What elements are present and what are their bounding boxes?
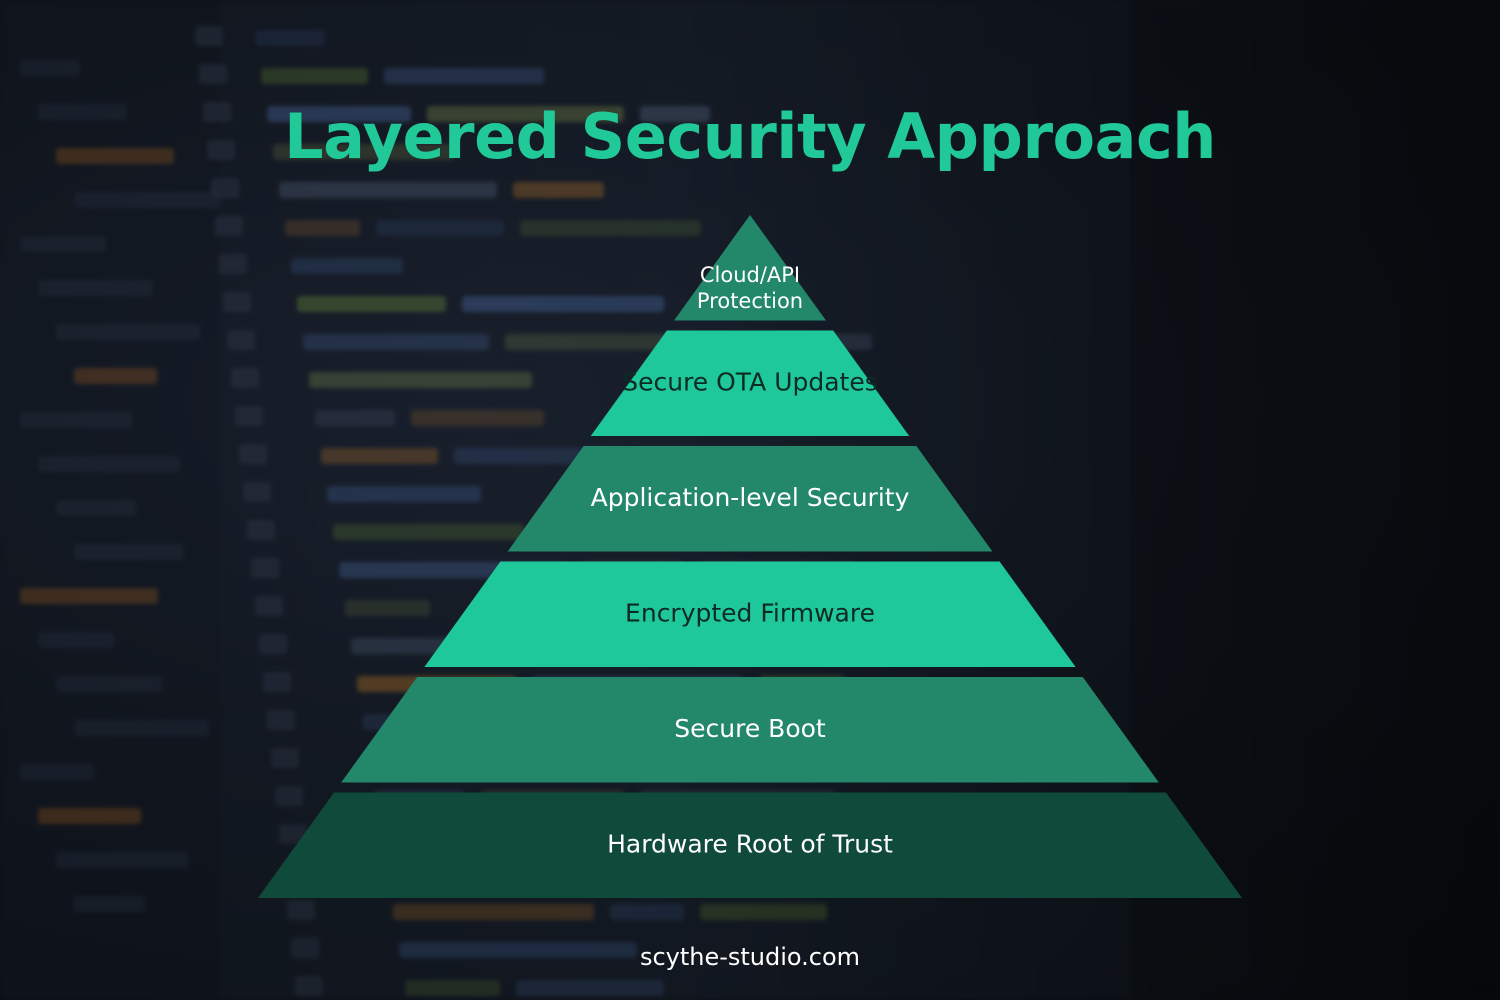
code-line-blur	[255, 30, 325, 46]
page-title: Layered Security Approach	[284, 100, 1216, 173]
code-line-blur	[333, 524, 524, 540]
gutter-mark	[239, 444, 267, 464]
code-line-blur	[297, 296, 446, 312]
gutter-mark	[243, 482, 271, 502]
gutter-mark	[275, 786, 303, 806]
code-line-blur	[411, 410, 544, 426]
file-tree-row-blur	[56, 324, 200, 340]
gutter-mark	[207, 140, 235, 160]
file-tree-row-blur	[20, 236, 106, 252]
file-tree-row-blur	[56, 148, 174, 164]
code-line-blur	[285, 220, 360, 236]
code-line-blur	[427, 106, 624, 122]
file-tree-row-blur	[56, 500, 136, 516]
gutter-mark	[255, 596, 283, 616]
code-line-blur	[384, 68, 544, 84]
code-line-blur	[279, 182, 497, 198]
code-line-blur	[700, 904, 827, 920]
code-line-blur	[376, 220, 504, 236]
code-line-blur	[273, 144, 454, 160]
code-line-blur	[520, 220, 701, 236]
code-line-blur	[321, 448, 438, 464]
file-tree-row-blur	[74, 192, 221, 208]
gutter-mark	[267, 710, 295, 730]
code-line-blur	[399, 942, 637, 958]
code-line-blur	[516, 980, 664, 996]
pyramid-layer-2	[590, 330, 910, 436]
file-tree-row-blur	[74, 544, 183, 560]
code-line-blur	[267, 106, 411, 122]
gutter-mark	[223, 292, 251, 312]
pyramid-layer-6-label: Hardware Root of Trust	[607, 829, 893, 858]
gutter-mark	[247, 520, 275, 540]
code-line-blur	[345, 600, 430, 616]
gutter-mark	[279, 824, 307, 844]
file-tree-row-blur	[38, 456, 179, 472]
code-line-blur	[327, 486, 481, 502]
gutter-mark	[295, 976, 323, 996]
pyramid-layer-3-label: Application-level Security	[591, 483, 910, 512]
file-tree-row-blur	[38, 632, 115, 648]
file-tree-panel	[0, 0, 220, 1000]
gutter-mark	[199, 64, 227, 84]
pyramid-layer-2-label: Secure OTA Updates	[622, 367, 878, 396]
gutter-mark	[251, 558, 279, 578]
code-line-blur	[315, 410, 395, 426]
gutter-mark	[287, 900, 315, 920]
gutter-mark	[227, 330, 255, 350]
pyramid-layer-1-label: Cloud/API	[700, 263, 800, 287]
file-tree-row-blur	[20, 412, 132, 428]
gutter-mark	[259, 634, 287, 654]
code-line-blur	[405, 980, 500, 996]
gutter-mark	[211, 178, 239, 198]
code-line-blur	[462, 296, 664, 312]
code-line-blur	[640, 106, 710, 122]
file-tree-row-blur	[56, 676, 162, 692]
code-line-blur	[309, 372, 532, 388]
file-tree-row-blur	[20, 588, 158, 604]
pyramid-layer-5-label: Secure Boot	[674, 714, 826, 743]
gutter-mark	[195, 26, 223, 46]
file-tree-row-blur	[56, 852, 188, 868]
pyramid-layer-4	[424, 561, 1076, 667]
file-tree-row-blur	[38, 280, 153, 296]
pyramid-layer-1	[674, 215, 826, 321]
gutter-mark	[215, 216, 243, 236]
gutter-mark	[203, 102, 231, 122]
file-tree-row-blur	[20, 764, 94, 780]
file-tree-row-blur	[74, 896, 145, 912]
gutter-mark	[231, 368, 259, 388]
code-line-blur	[291, 258, 403, 274]
file-tree-row-blur	[20, 60, 80, 76]
gutter-mark	[263, 672, 291, 692]
gutter-mark	[235, 406, 263, 426]
code-line-blur	[303, 334, 489, 350]
pyramid-layer-6	[258, 792, 1242, 898]
file-tree-row-blur	[74, 720, 209, 736]
code-line-blur	[393, 904, 594, 920]
code-line-blur	[261, 68, 368, 84]
file-tree-row-blur	[38, 808, 141, 824]
pyramid-layer-4-label: Encrypted Firmware	[625, 598, 875, 627]
gutter-mark	[219, 254, 247, 274]
footer-domain: scythe-studio.com	[639, 943, 861, 971]
pyramid-layer-1-label: Protection	[697, 289, 803, 313]
code-line-blur	[610, 904, 684, 920]
pyramid-layer-5	[341, 677, 1159, 783]
gutter-mark	[271, 748, 299, 768]
gutter-mark	[291, 938, 319, 958]
pyramid-layer-3	[507, 446, 993, 552]
file-tree-row-blur	[74, 368, 157, 384]
file-tree-row-blur	[38, 104, 127, 120]
code-line-blur	[513, 182, 604, 198]
